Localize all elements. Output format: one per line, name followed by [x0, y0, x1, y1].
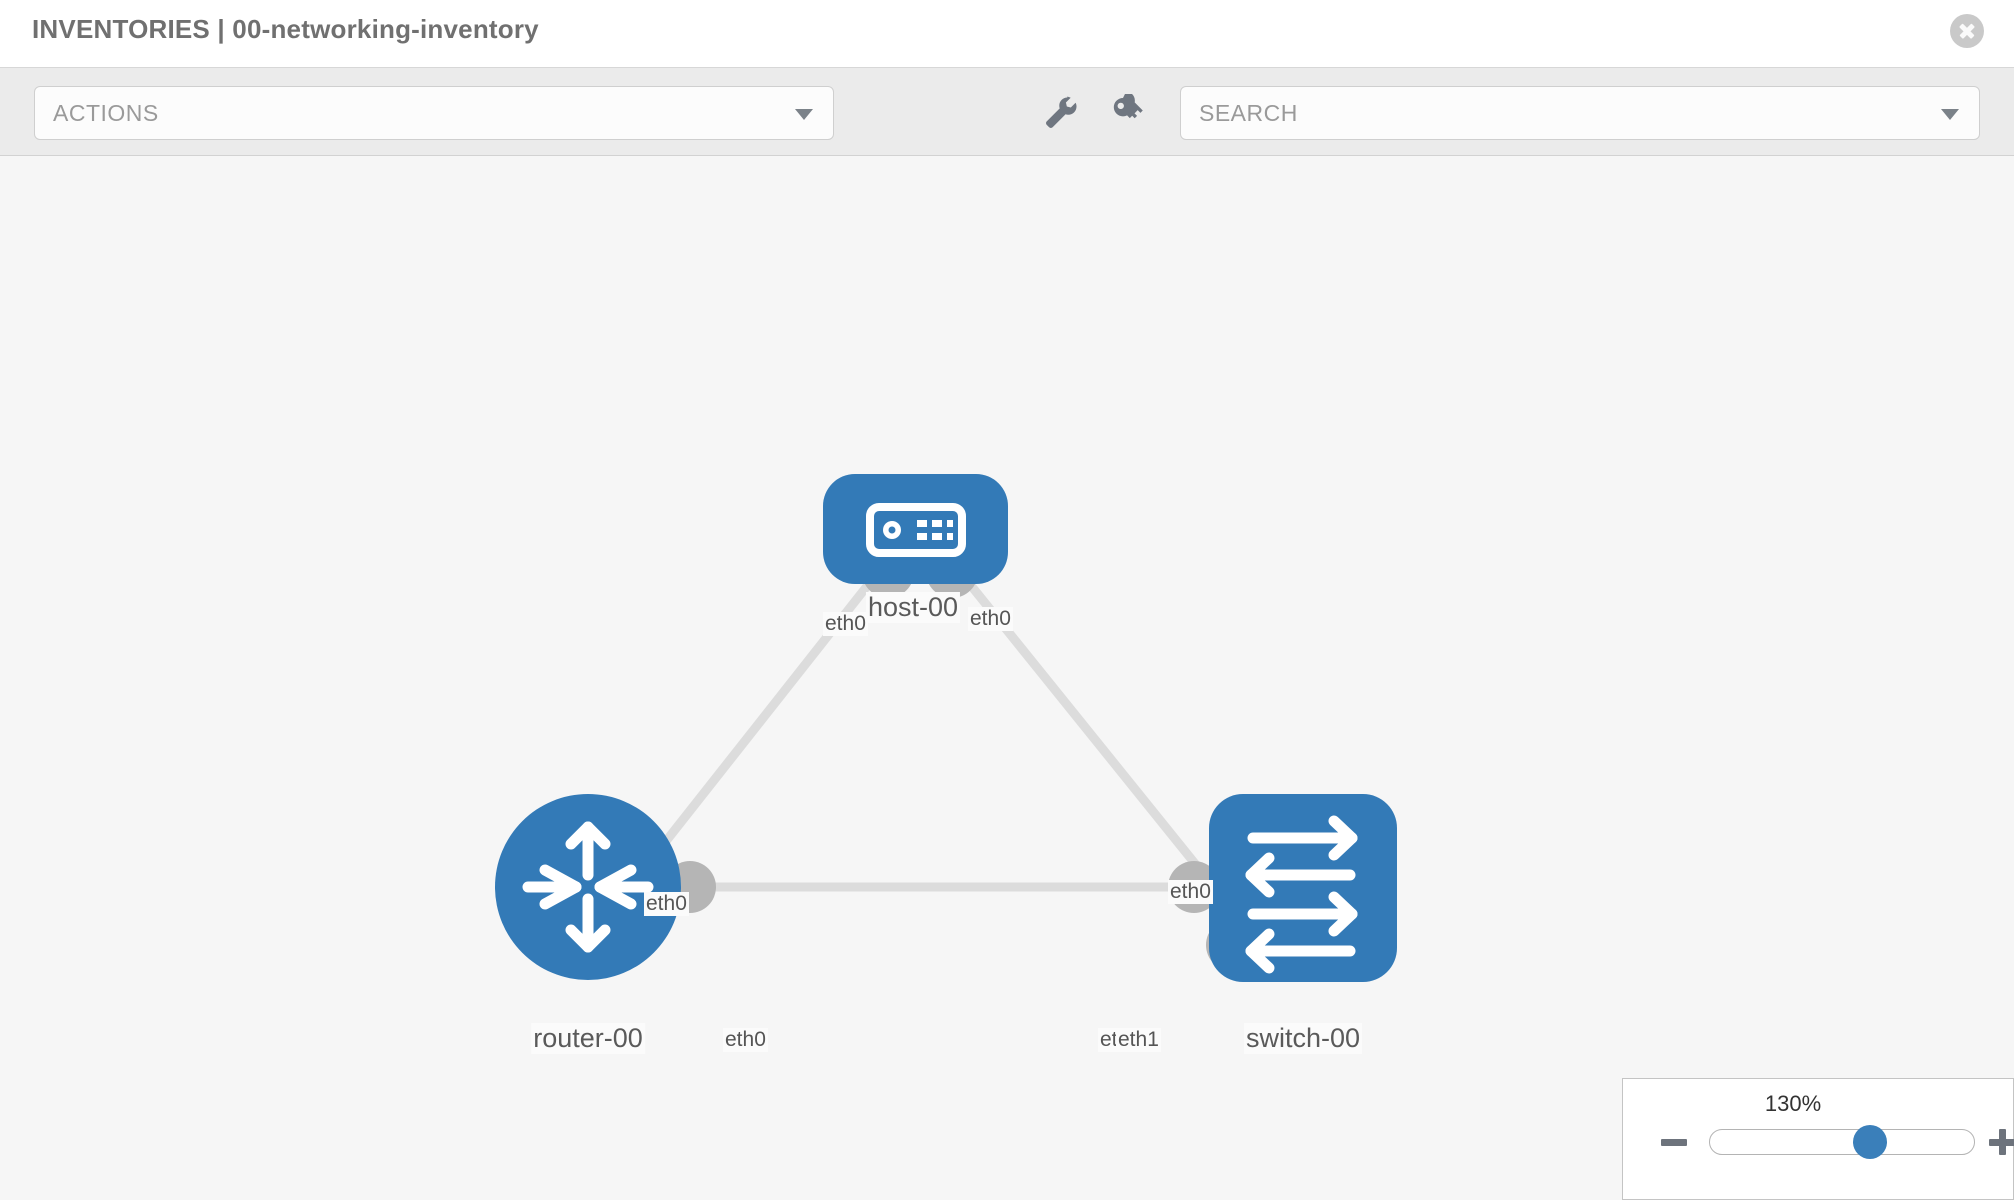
chevron-down-icon[interactable]: [1941, 109, 1959, 120]
node-label-switch-00: switch-00: [1243, 1023, 1363, 1054]
zoom-level-value: 130%: [1764, 1091, 1822, 1116]
switch-icon: [1245, 815, 1358, 974]
chevron-down-icon: [795, 109, 813, 120]
topology-canvas[interactable]: host-00 router-00 switch-00 eth0 eth0 et…: [0, 157, 2014, 1200]
zoom-slider-handle[interactable]: [1853, 1125, 1887, 1159]
zoom-in-button[interactable]: [1989, 1129, 2014, 1155]
zoom-control-panel: 130%: [1622, 1078, 2014, 1200]
node-label-host-00: host-00: [865, 592, 961, 623]
port-label-host00-eth0-right: eth0: [968, 607, 1013, 631]
toolbar: ACTIONS SEARCH: [0, 68, 2014, 156]
node-host-00[interactable]: [823, 474, 1008, 584]
server-icon: [866, 503, 966, 557]
port-label-router00-eth0: eth0: [723, 1028, 768, 1052]
zoom-out-button[interactable]: [1661, 1139, 1687, 1146]
search-input[interactable]: SEARCH: [1180, 86, 1980, 140]
wrench-icon[interactable]: [1042, 94, 1080, 132]
router-icon: [522, 821, 654, 953]
search-placeholder: SEARCH: [1199, 100, 1298, 126]
port-label-switch00-uplink-eth0: eth0: [1168, 880, 1213, 904]
actions-dropdown[interactable]: ACTIONS: [34, 86, 834, 140]
node-label-router-00: router-00: [531, 1023, 645, 1054]
topology-graph: [495, 474, 1397, 982]
node-router-00[interactable]: [495, 794, 681, 980]
close-icon[interactable]: [1950, 14, 1984, 48]
zoom-slider[interactable]: [1709, 1125, 1975, 1159]
actions-dropdown-label: ACTIONS: [53, 100, 159, 126]
topology-ports: [664, 546, 1258, 971]
page-header: INVENTORIES | 00-networking-inventory: [0, 0, 2014, 68]
port-label-router00-uplink-eth0: eth0: [644, 892, 689, 916]
key-icon[interactable]: [1110, 94, 1148, 132]
page-title: INVENTORIES | 00-networking-inventory: [32, 14, 539, 44]
port-label-switch00-eth1: eth1: [1116, 1028, 1161, 1052]
port-label-host00-eth0-left: eth0: [823, 612, 868, 636]
node-switch-00[interactable]: [1209, 794, 1397, 982]
